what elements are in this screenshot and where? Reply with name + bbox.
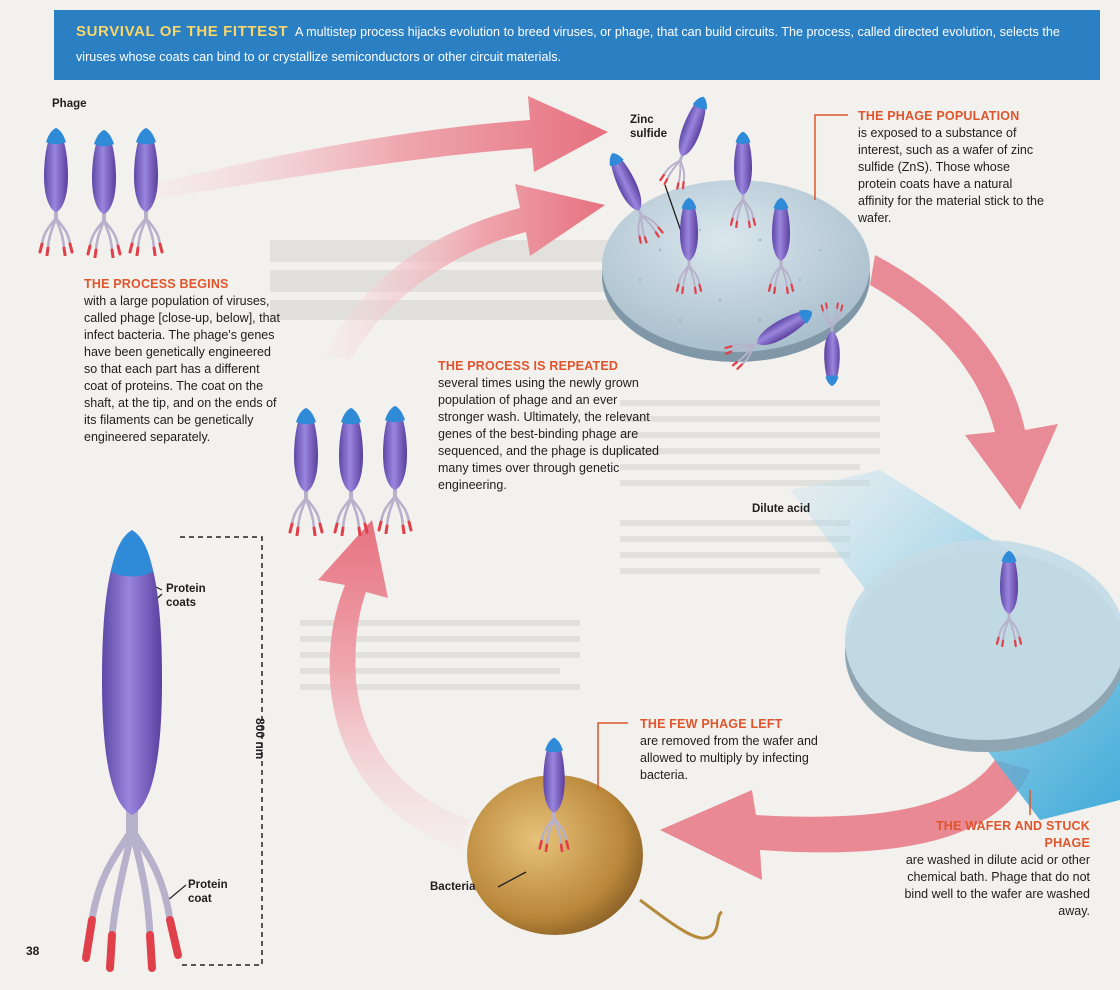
- phage-top-2: [88, 130, 120, 257]
- step-few-phage-left-text: are removed from the wafer and allowed t…: [640, 734, 818, 782]
- label-zinc-sulfide: Zinc sulfide: [630, 113, 676, 141]
- step-process-repeated: THE PROCESS IS REPEATED several times us…: [438, 358, 664, 494]
- banner-title: SURVIVAL OF THE FITTEST: [76, 23, 288, 40]
- flow-arrow-top: [150, 96, 608, 200]
- label-phage: Phage: [52, 97, 87, 111]
- label-bacteria: Bacteria: [430, 880, 475, 894]
- step-phage-population-title: THE PHAGE POPULATION: [858, 108, 1048, 125]
- step-few-phage-left: THE FEW PHAGE LEFT are removed from the …: [640, 716, 820, 784]
- phage-floating: [660, 93, 715, 191]
- step-process-begins-title: THE PROCESS BEGINS: [84, 276, 284, 293]
- page-number: 38: [26, 944, 39, 958]
- phage-top-1: [40, 128, 72, 255]
- step-phage-population-text: is exposed to a substance of interest, s…: [858, 126, 1044, 225]
- bacterium: [467, 775, 722, 938]
- step-process-begins: THE PROCESS BEGINS with a large populati…: [84, 276, 284, 446]
- flow-arrow-right: [870, 255, 1058, 510]
- scale-label: 800 nm: [253, 718, 267, 759]
- step-process-begins-text: with a large population of viruses, call…: [84, 294, 280, 444]
- step-process-repeated-title: THE PROCESS IS REPEATED: [438, 358, 664, 375]
- step-process-repeated-text: several times using the newly grown popu…: [438, 376, 659, 492]
- step-wafer-stuck-phage: THE WAFER AND STUCK PHAGE are washed in …: [900, 818, 1090, 920]
- label-protein-coat: Protein coat: [188, 878, 238, 906]
- phage-closeup: [86, 530, 178, 968]
- step-wafer-stuck-phage-text: are washed in dilute acid or other chemi…: [904, 853, 1090, 918]
- label-dilute-acid: Dilute acid: [752, 502, 810, 516]
- phage-mid-2: [335, 408, 367, 535]
- acid-wafer: [845, 540, 1120, 752]
- phage-mid-1: [290, 408, 322, 535]
- step-few-phage-left-title: THE FEW PHAGE LEFT: [640, 716, 820, 733]
- label-protein-coats: Protein coats: [166, 582, 226, 610]
- phage-mid-3: [379, 406, 411, 533]
- step-phage-population: THE PHAGE POPULATION is exposed to a sub…: [858, 108, 1048, 227]
- step-wafer-stuck-phage-title: THE WAFER AND STUCK PHAGE: [900, 818, 1090, 852]
- title-banner: SURVIVAL OF THE FITTEST A multistep proc…: [54, 10, 1100, 80]
